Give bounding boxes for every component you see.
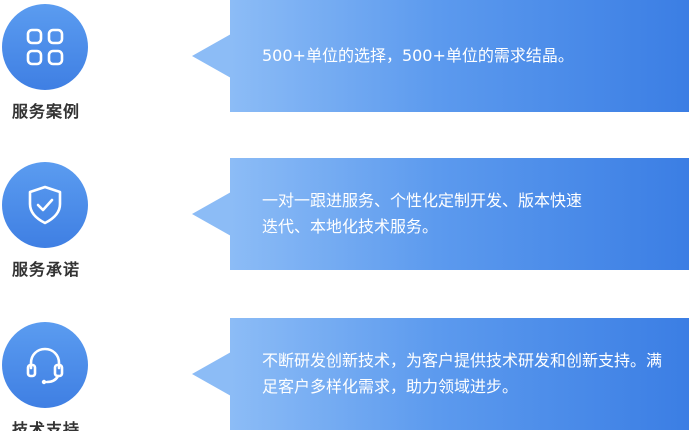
feature-item-service-cases: 服务案例 500+单位的选择，500+单位的需求结晶。: [0, 0, 689, 121]
feature-label: 服务案例: [11, 102, 80, 121]
feature-item-service-commitment: 服务承诺 一对一跟进服务、个性化定制开发、版本快速迭代、本地化技术服务。: [0, 158, 689, 279]
feature-label: 技术支持: [11, 420, 80, 431]
bubble-pointer: [192, 34, 231, 78]
icon-circle: [2, 4, 88, 90]
feature-description: 一对一跟进服务、个性化定制开发、版本快速迭代、本地化技术服务。: [262, 191, 583, 236]
headset-icon: [22, 342, 68, 388]
feature-item-tech-support: 技术支持 不断研发创新技术，为客户提供技术研发和创新支持。满足客户多样化需求，助…: [0, 318, 689, 431]
bubble-pointer: [192, 352, 231, 396]
feature-description: 不断研发创新技术，为客户提供技术研发和创新支持。满足客户多样化需求，助力领域进步…: [262, 351, 663, 396]
feature-description-bubble: 500+单位的选择，500+单位的需求结晶。: [230, 0, 689, 112]
icon-circle: [2, 322, 88, 408]
shield-check-icon: [22, 182, 68, 228]
icon-circle: [2, 162, 88, 248]
feature-description-bubble: 一对一跟进服务、个性化定制开发、版本快速迭代、本地化技术服务。: [230, 158, 689, 270]
bubble-pointer: [192, 192, 231, 236]
feature-description-bubble: 不断研发创新技术，为客户提供技术研发和创新支持。满足客户多样化需求，助力领域进步…: [230, 318, 689, 430]
feature-description: 500+单位的选择，500+单位的需求结晶。: [262, 46, 574, 65]
feature-label: 服务承诺: [11, 260, 80, 279]
grid-apps-icon: [23, 25, 67, 69]
